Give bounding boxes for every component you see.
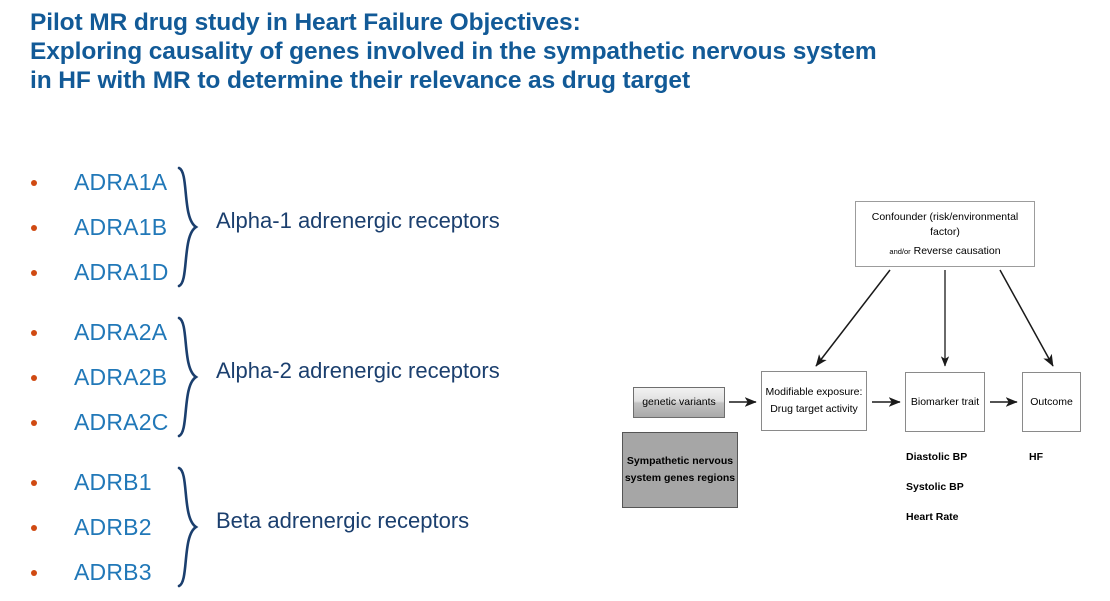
bullet-icon bbox=[31, 374, 37, 381]
gene-label: ADRA1A bbox=[74, 169, 168, 195]
gene-label: ADRA1B bbox=[74, 214, 168, 240]
gene-group-alpha2: ADRA2A ADRA2B ADRA2C Alpha-2 adrenergic … bbox=[0, 310, 600, 444]
curly-brace-icon bbox=[177, 466, 199, 588]
confounder-andor: and/or bbox=[889, 246, 911, 256]
list-item: ADRA1B bbox=[0, 205, 600, 250]
gene-group-beta: ADRB1 ADRB2 ADRB3 Beta adrenergic recept… bbox=[0, 460, 600, 594]
bullet-icon bbox=[31, 479, 37, 486]
bullet-icon bbox=[31, 179, 37, 186]
gene-group-label: Alpha-2 adrenergic receptors bbox=[216, 358, 500, 383]
biomarker-example-diastolic-bp: Diastolic BP bbox=[906, 451, 968, 463]
title-line-1: Pilot MR drug study in Heart Failure Obj… bbox=[30, 9, 581, 36]
gene-label: ADRB3 bbox=[74, 559, 152, 585]
exposure-line-2: Drug target activity bbox=[770, 403, 858, 415]
gene-label: ADRA1D bbox=[74, 259, 169, 285]
page-title: Pilot MR drug study in Heart Failure Obj… bbox=[30, 8, 1090, 95]
list-item: ADRA2C bbox=[0, 400, 600, 445]
outcome-example-hf: HF bbox=[1029, 451, 1043, 463]
list-item: ADRA1D bbox=[0, 250, 600, 295]
gene-group-label: Alpha-1 adrenergic receptors bbox=[216, 208, 500, 233]
biomarker-example-systolic-bp: Systolic BP bbox=[906, 481, 964, 493]
node-modifiable-exposure[interactable]: Modifiable exposure: Drug target activit… bbox=[761, 371, 867, 431]
sympathetic-line-1: Sympathetic nervous bbox=[626, 455, 734, 467]
title-line-2: Exploring causality of genes involved in… bbox=[30, 38, 877, 65]
bullet-icon bbox=[31, 269, 37, 276]
gene-label: ADRB2 bbox=[74, 514, 152, 540]
gene-group-list: ADRA1A ADRA1B ADRA1D Alpha-1 adrenergic … bbox=[0, 160, 600, 588]
gene-label: ADRA2B bbox=[74, 364, 168, 390]
list-item: ADRA2B bbox=[0, 355, 600, 400]
gene-label: ADRA2C bbox=[74, 409, 169, 435]
bullet-icon bbox=[31, 524, 37, 531]
node-outcome[interactable]: Outcome bbox=[1022, 372, 1081, 432]
node-sympathetic-genes[interactable]: Sympathetic nervous system genes regions bbox=[622, 432, 738, 508]
biomarker-label: Biomarker trait bbox=[910, 395, 980, 408]
exposure-line-1: Modifiable exposure: bbox=[765, 386, 863, 398]
arrow-confounder-to-outcome bbox=[999, 269, 1054, 367]
confounder-line-2: and/or Reverse causation bbox=[889, 244, 1000, 259]
gene-label: ADRA2A bbox=[74, 319, 168, 345]
list-item: ADRA2A bbox=[0, 310, 600, 355]
gene-label: ADRB1 bbox=[74, 469, 152, 495]
arrow-confounder-to-exposure bbox=[815, 269, 891, 367]
confounder-line-1: Confounder (risk/environmental factor) bbox=[871, 210, 1019, 238]
genetic-variants-label: genetic variants bbox=[642, 396, 716, 408]
bullet-icon bbox=[31, 329, 37, 336]
biomarker-example-heart-rate: Heart Rate bbox=[906, 511, 959, 523]
title-line-3: in HF with MR to determine their relevan… bbox=[30, 67, 691, 94]
curly-brace-icon bbox=[177, 316, 199, 438]
gene-group-label: Beta adrenergic receptors bbox=[216, 508, 470, 533]
node-genetic-variants[interactable]: genetic variants bbox=[633, 387, 725, 418]
node-biomarker-trait[interactable]: Biomarker trait bbox=[905, 372, 985, 432]
curly-brace-icon bbox=[177, 166, 199, 288]
bullet-icon bbox=[31, 419, 37, 426]
sympathetic-line-2: system genes regions bbox=[624, 472, 736, 484]
bullet-icon bbox=[31, 224, 37, 231]
node-confounder[interactable]: Confounder (risk/environmental factor) a… bbox=[855, 201, 1035, 267]
bullet-icon bbox=[31, 569, 37, 576]
list-item: ADRB1 bbox=[0, 460, 600, 505]
gene-group-alpha1: ADRA1A ADRA1B ADRA1D Alpha-1 adrenergic … bbox=[0, 160, 600, 294]
list-item: ADRB3 bbox=[0, 550, 600, 595]
list-item: ADRA1A bbox=[0, 160, 600, 205]
list-item: ADRB2 bbox=[0, 505, 600, 550]
confounder-reverse-causation: Reverse causation bbox=[910, 244, 1001, 257]
outcome-label: Outcome bbox=[1030, 395, 1073, 408]
